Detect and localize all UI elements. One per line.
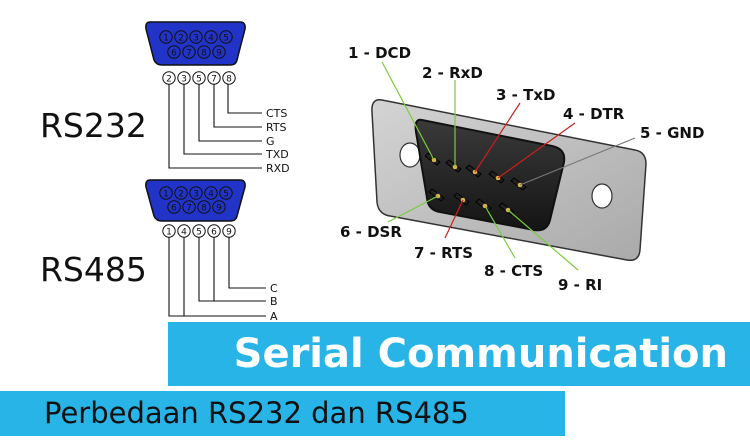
rs485-connector-pin-3: 3 (189, 186, 203, 200)
svg-text:5: 5 (196, 228, 202, 238)
rs232-signal-cts: CTS (266, 107, 287, 120)
svg-text:1: 1 (163, 190, 169, 200)
rs485-connector-pin-1: 1 (159, 186, 173, 200)
db9-label-pin5: 5 - GND (640, 124, 704, 142)
rs232-wiring (168, 84, 262, 169)
rs485-used-pin-5: 5 (192, 224, 206, 238)
rs232-used-pin-8: 8 (222, 71, 236, 85)
rs232-connector-pin-9: 9 (212, 45, 226, 59)
rs485-connector-pin-7: 7 (182, 200, 196, 214)
rs485-used-pin-4: 4 (177, 224, 191, 238)
rs232-used-pin-2: 2 (162, 71, 176, 85)
rs232-used-pin-7: 7 (207, 71, 221, 85)
db9-label-pin2: 2 - RxD (422, 64, 483, 82)
svg-text:8: 8 (201, 49, 207, 59)
rs232-used-pin-3: 3 (177, 71, 191, 85)
rs485-connector-pin-4: 4 (204, 186, 218, 200)
mounting-hole-left (399, 142, 421, 168)
rs485-signal-c: C (270, 282, 278, 295)
svg-text:9: 9 (226, 228, 232, 238)
svg-text:4: 4 (208, 34, 214, 44)
banner-subtitle: Perbedaan RS232 dan RS485 (0, 391, 565, 436)
svg-text:2: 2 (178, 190, 184, 200)
db9-label-pin9: 9 - RI (558, 276, 602, 294)
db9-label-pin4: 4 - DTR (563, 105, 625, 123)
svg-text:3: 3 (193, 190, 199, 200)
rs232-signal-rxd: RXD (266, 162, 290, 175)
svg-text:1: 1 (166, 228, 172, 238)
svg-text:3: 3 (193, 34, 199, 44)
svg-text:2: 2 (178, 34, 184, 44)
svg-text:5: 5 (223, 34, 229, 44)
svg-text:7: 7 (186, 204, 192, 214)
db9-label-pin6: 6 - DSR (340, 223, 402, 241)
db9-label-pin8: 8 - CTS (484, 262, 543, 280)
rs485-connector-pin-8: 8 (197, 200, 211, 214)
svg-text:5: 5 (223, 190, 229, 200)
svg-text:7: 7 (186, 49, 192, 59)
svg-text:4: 4 (181, 228, 187, 238)
rs485-title: RS485 (40, 250, 147, 289)
rs485-used-pin-9: 9 (222, 224, 236, 238)
rs485-used-pin-6: 6 (207, 224, 221, 238)
rs485-signal-b: B (270, 295, 278, 308)
svg-text:8: 8 (226, 75, 232, 85)
rs232-connector-pin-2: 2 (174, 30, 188, 44)
rs485-signal-a: A (270, 310, 278, 323)
db9-label-pin7: 7 - RTS (414, 244, 473, 262)
svg-text:6: 6 (171, 204, 177, 214)
rs232-connector-pin-7: 7 (182, 45, 196, 59)
svg-text:9: 9 (216, 49, 222, 59)
rs232-connector-pin-6: 6 (167, 45, 181, 59)
rs485-connector-icon (145, 179, 246, 222)
rs232-connector-pin-4: 4 (204, 30, 218, 44)
db9-label-pin1: 1 - DCD (348, 44, 411, 62)
rs232-signal-g: G (266, 135, 275, 148)
rs485-connector-pin-5: 5 (219, 186, 233, 200)
rs232-signal-rts: RTS (266, 121, 287, 134)
rs232-connector-pin-3: 3 (189, 30, 203, 44)
rs485-wiring (168, 237, 266, 317)
mounting-hole-right (591, 183, 613, 209)
rs485-used-pin-1: 1 (162, 224, 176, 238)
svg-text:8: 8 (201, 204, 207, 214)
svg-text:3: 3 (181, 75, 187, 85)
svg-text:4: 4 (208, 190, 214, 200)
rs232-connector-pin-8: 8 (197, 45, 211, 59)
svg-text:7: 7 (211, 75, 217, 85)
svg-text:6: 6 (171, 49, 177, 59)
rs232-signal-txd: TXD (265, 148, 289, 161)
svg-text:6: 6 (211, 228, 217, 238)
svg-text:2: 2 (166, 75, 172, 85)
svg-text:5: 5 (196, 75, 202, 85)
rs232-connector-pin-1: 1 (159, 30, 173, 44)
db9-leader-lines (381, 61, 636, 271)
svg-text:9: 9 (216, 204, 222, 214)
db9-label-pin3: 3 - TxD (496, 86, 555, 104)
db9-connector-illustration: 1 - DCD 2 - RxD 3 - TxD 4 - DTR 5 - GND … (340, 44, 704, 294)
rs485-connector-pin-2: 2 (174, 186, 188, 200)
rs485-connector-pin-6: 6 (167, 200, 181, 214)
banner-title: Serial Communication (168, 322, 750, 386)
svg-text:1: 1 (163, 34, 169, 44)
rs232-connector-pin-5: 5 (219, 30, 233, 44)
rs485-connector-pin-9: 9 (212, 200, 226, 214)
rs232-title: RS232 (40, 106, 147, 145)
rs232-used-pin-5: 5 (192, 71, 206, 85)
